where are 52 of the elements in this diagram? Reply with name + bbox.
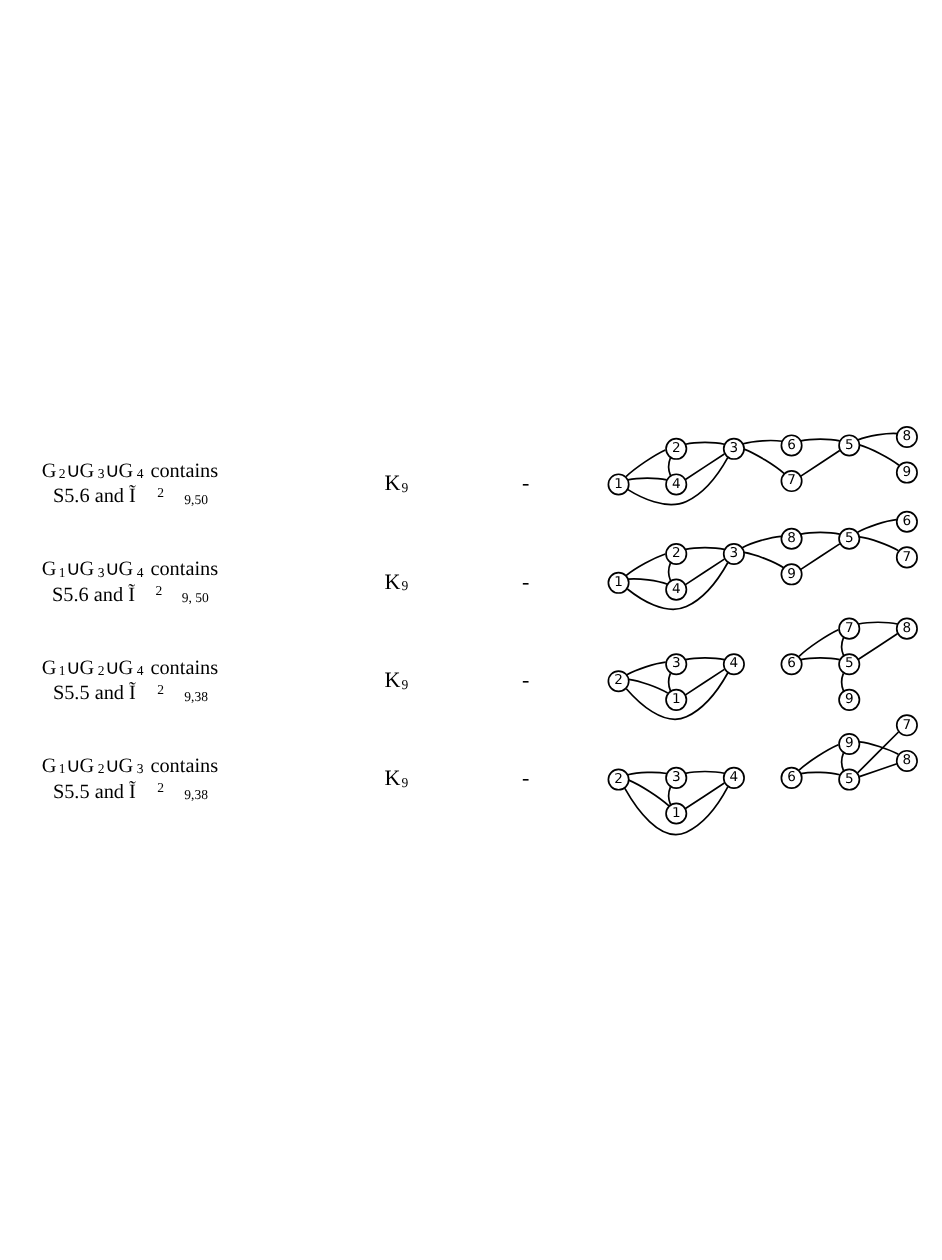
connector [857,431,899,440]
connector [626,560,729,610]
connector [684,440,726,445]
connector [625,448,667,477]
label: - [521,471,530,496]
connector [741,534,782,548]
connector [667,456,672,476]
label: - [521,569,530,594]
connector [858,740,900,755]
connector [626,770,668,775]
connector [627,677,669,693]
connector [857,631,899,660]
connector [799,448,841,476]
connector [684,557,726,585]
connector [840,751,845,771]
connector [799,530,841,534]
connector [624,785,729,835]
connector [858,761,898,777]
connector [626,476,668,480]
connector [798,627,840,657]
connector [799,770,841,775]
connector [625,671,729,720]
label: - [521,766,530,791]
connector [743,447,786,474]
connector [798,742,840,770]
connector [667,561,672,581]
connector [627,577,669,585]
connector [799,656,841,660]
connector [743,550,785,568]
connector [856,730,900,773]
connector [684,452,726,480]
connector [799,437,841,441]
connector [667,785,672,805]
connector [684,769,726,774]
connector [858,535,900,551]
connector [840,635,845,656]
label: - [521,667,530,692]
connector [626,660,667,675]
connector [625,552,667,576]
connector [858,443,900,466]
connector [742,438,783,444]
connector [857,620,899,624]
connector [684,781,726,809]
connector [667,671,672,691]
connector [684,656,726,660]
connector [856,517,898,533]
connector [840,671,845,691]
connector [799,542,841,570]
connector [684,667,726,695]
connector [626,455,729,505]
connector [627,778,670,806]
connector [684,545,726,550]
